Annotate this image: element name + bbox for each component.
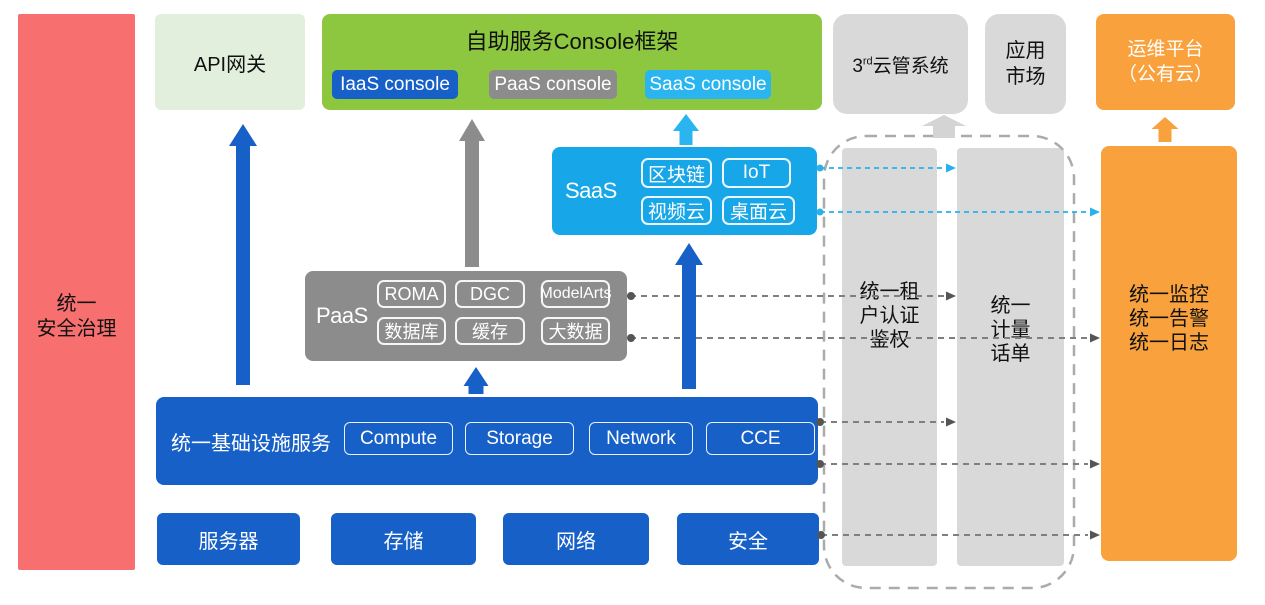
app-market-line2: 市场 <box>1005 66 1046 88</box>
metering-billing-pillar: 统一 计量 话单 <box>957 148 1064 566</box>
monitor-line3: 统一日志 <box>1129 332 1209 354</box>
infra-box: 统一基础设施服务 Compute Storage Network CCE <box>156 397 818 485</box>
metering-line3: 话单 <box>990 343 1031 365</box>
metering-text-block: 统一 计量 话单 <box>957 294 1064 366</box>
app-market-text-block: 应用 市场 <box>1006 38 1046 90</box>
console-frame-title: 自助服务Console框架 <box>465 29 679 54</box>
ops-platform-line1: 运维平台 <box>1127 39 1204 60</box>
security-governance-text-block: 统一 安全治理 <box>18 292 135 342</box>
ops-platform-line2: （公有云） <box>1117 64 1213 85</box>
tenant-auth-line1: 统一租 <box>859 281 920 303</box>
third-party-prefix: 3 <box>852 55 863 77</box>
tenant-auth-text-block: 统一租 户认证 鉴权 <box>842 280 937 352</box>
conn-saas-to-metering-arrowhead-icon <box>946 163 956 173</box>
tenant-auth-pillar: 统一租 户认证 鉴权 <box>842 148 937 566</box>
security-governance-bar: 统一 安全治理 <box>18 14 135 570</box>
api-gateway-box: API网关 <box>155 14 305 110</box>
conn-paas-to-monitor-start-dot <box>627 334 635 342</box>
security-governance-line2: 安全治理 <box>36 318 117 340</box>
saas-chip-iot: IoT <box>722 158 791 188</box>
paas-chip-modelarts: ModelArts <box>539 280 612 308</box>
monitor-line2: 统一告警 <box>1129 308 1209 330</box>
app-market-box: 应用 市场 <box>985 14 1066 114</box>
monitor-line1: 统一监控 <box>1129 284 1209 306</box>
paas-chip-bigdata: 大数据 <box>541 317 610 345</box>
saas-box: SaaS 区块链 IoT 视频云 桌面云 <box>552 147 817 235</box>
hardware-security-box: 安全 <box>677 513 819 565</box>
console-frame: 自助服务Console框架 IaaS console PaaS console … <box>322 14 822 110</box>
metering-line1: 统一 <box>990 295 1031 317</box>
arrow-infra-to-api-gateway <box>229 124 257 385</box>
arrow-monitor-to-ops <box>1151 117 1179 142</box>
third-party-cloud-label: 3rd云管系统 <box>852 51 948 78</box>
infra-chip-cce: CCE <box>706 422 815 455</box>
conn-infra-to-monitor-arrowhead-icon <box>1090 459 1100 469</box>
conn-security-to-monitor-arrowhead-icon <box>1090 530 1100 540</box>
app-market-line1: 应用 <box>1005 40 1046 62</box>
saas-chip-video-cloud: 视频云 <box>641 196 712 225</box>
infra-label: 统一基础设施服务 <box>171 432 331 455</box>
ops-platform-text-block: 运维平台 （公有云） <box>1118 37 1213 87</box>
arrow-infra-to-paas <box>463 367 489 394</box>
paas-console-button: PaaS console <box>489 70 617 99</box>
hardware-network-box: 网络 <box>503 513 649 565</box>
arrow-paas-to-console <box>459 119 485 267</box>
monitor-text-block: 统一监控 统一告警 统一日志 <box>1101 283 1237 355</box>
conn-paas-to-metering-arrowhead-icon <box>946 291 956 301</box>
infra-chip-network: Network <box>589 422 693 455</box>
conn-paas-to-metering-start-dot <box>627 292 635 300</box>
paas-chip-database: 数据库 <box>377 317 446 345</box>
arrow-saas-to-console <box>673 114 699 145</box>
third-party-sup: rd <box>862 55 873 68</box>
paas-chip-dgc: DGC <box>455 280 525 308</box>
conn-paas-to-monitor-arrowhead-icon <box>1090 333 1100 343</box>
metering-line2: 计量 <box>990 319 1031 341</box>
saas-label: SaaS <box>565 178 617 203</box>
third-party-suffix: 云管系统 <box>872 55 949 77</box>
paas-chip-roma: ROMA <box>377 280 446 308</box>
api-gateway-label: API网关 <box>193 53 267 76</box>
arrow-infra-to-saas <box>675 243 703 389</box>
ops-platform-box: 运维平台 （公有云） <box>1096 14 1235 110</box>
security-governance-line1: 统一 <box>56 293 97 315</box>
conn-infra-to-metering-arrowhead-icon <box>946 417 956 427</box>
arrow-group-to-third-party <box>922 115 966 138</box>
paas-box: PaaS ROMA DGC ModelArts 数据库 缓存 大数据 <box>305 271 627 361</box>
conn-saas-to-monitor-start-dot <box>816 208 824 216</box>
paas-label: PaaS <box>316 303 368 328</box>
conn-saas-to-metering-start-dot <box>816 164 824 172</box>
saas-console-button: SaaS console <box>645 70 771 99</box>
saas-chip-desktop-cloud: 桌面云 <box>722 196 795 225</box>
tenant-auth-line3: 鉴权 <box>869 329 910 351</box>
paas-chip-cache: 缓存 <box>455 317 525 345</box>
third-party-cloud-box: 3rd云管系统 <box>833 14 968 114</box>
infra-chip-compute: Compute <box>344 422 453 455</box>
iaas-console-button: IaaS console <box>332 70 458 99</box>
tenant-auth-line2: 户认证 <box>859 305 920 327</box>
monitor-box: 统一监控 统一告警 统一日志 <box>1101 146 1237 561</box>
hardware-server-box: 服务器 <box>157 513 300 565</box>
hardware-storage-box: 存储 <box>331 513 476 565</box>
saas-chip-blockchain: 区块链 <box>641 158 712 188</box>
infra-chip-storage: Storage <box>465 422 574 455</box>
conn-saas-to-monitor-arrowhead-icon <box>1090 207 1100 217</box>
